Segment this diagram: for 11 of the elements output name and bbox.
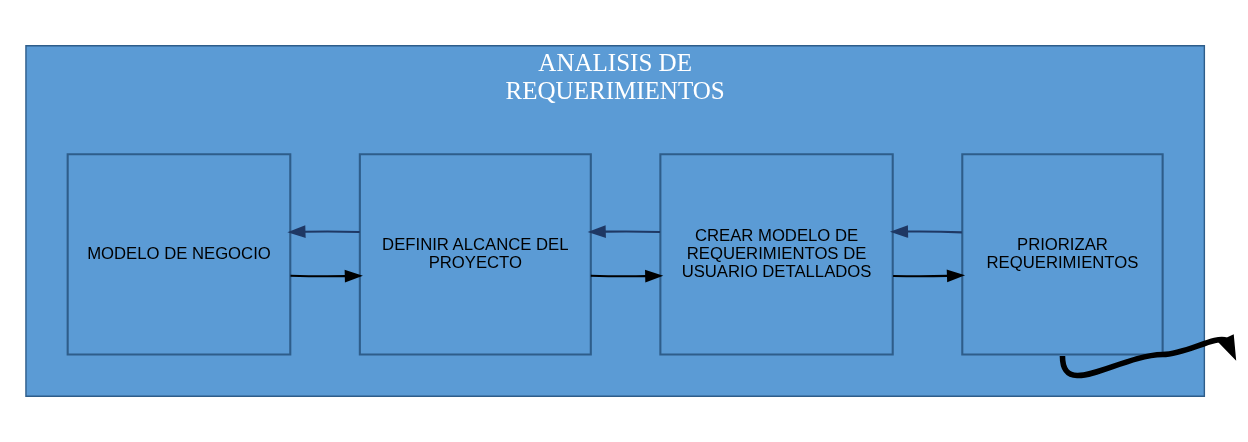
arrow bbox=[587, 225, 661, 238]
node-box: PRIORIZAR REQUERIMIENTOS bbox=[961, 153, 1164, 356]
arrow bbox=[889, 225, 962, 238]
arrow bbox=[287, 225, 360, 238]
arrow bbox=[893, 269, 966, 283]
arrow bbox=[590, 269, 664, 283]
node-box: MODELO DE NEGOCIO bbox=[66, 153, 292, 356]
arrow bbox=[1059, 334, 1237, 379]
node-box: DEFINIR ALCANCE DEL PROYECTO bbox=[358, 153, 592, 356]
node-box: CREAR MODELO DE REQUERIMIENTOS DE USUARIO DETALLADOS bbox=[659, 153, 894, 356]
arrow bbox=[290, 269, 363, 283]
